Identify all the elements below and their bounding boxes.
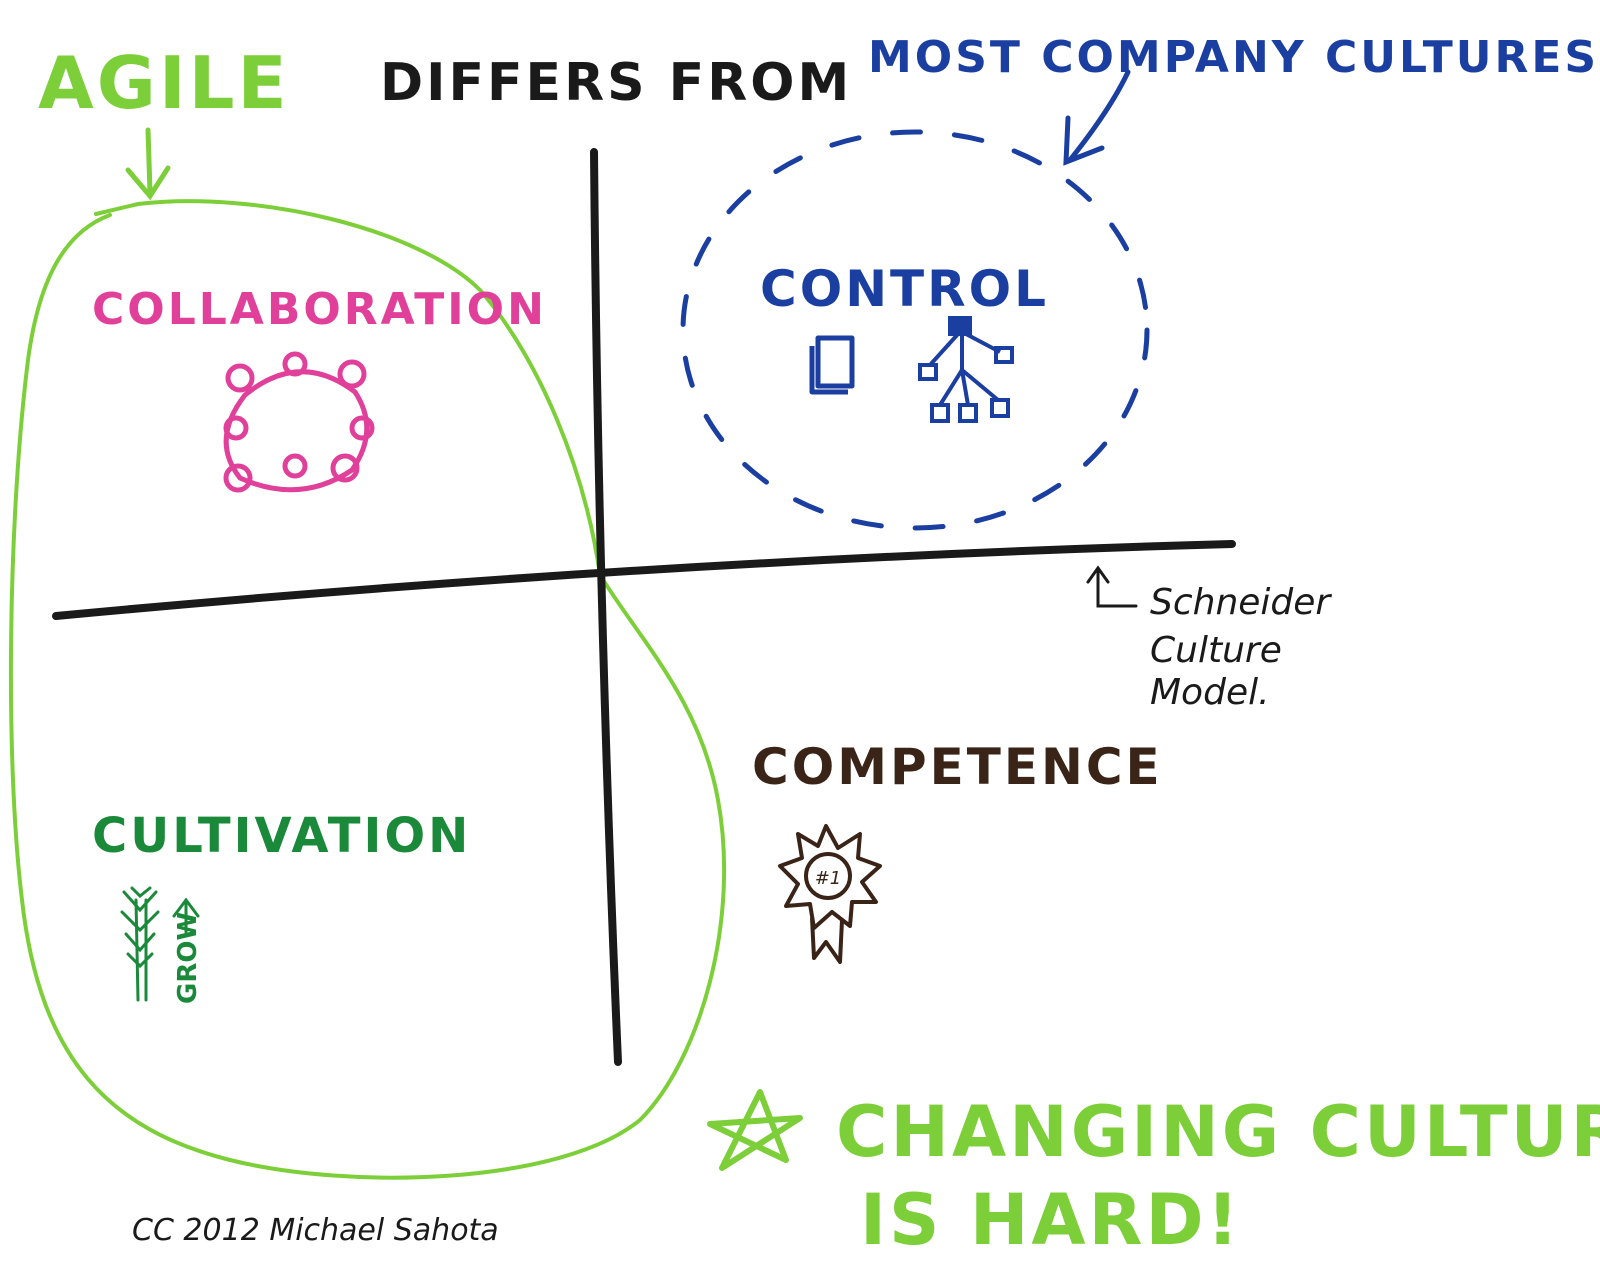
changing-culture-line-2: IS HARD!	[860, 1179, 1242, 1261]
competence-label: COMPETENCE	[752, 738, 1163, 796]
collaboration-label: COLLABORATION	[92, 284, 547, 335]
note-arrow-icon	[1086, 565, 1138, 608]
people-circle-icon	[223, 351, 375, 493]
cultivation-label: CULTIVATION	[92, 808, 471, 864]
note-line-3: Model.	[1150, 672, 1270, 713]
changing-culture-line-1: CHANGING CULTURE	[836, 1091, 1600, 1173]
differs-from-text: DIFFERS FROM	[380, 53, 852, 113]
document-stack-icon	[809, 335, 855, 395]
badge-label: #1	[815, 868, 842, 889]
vertical-axis	[590, 148, 622, 1066]
most-company-cultures-text: MOST COMPANY CULTURES	[868, 32, 1599, 83]
most-company-cultures-boundary	[680, 129, 1150, 531]
grow-label: GROW	[173, 912, 203, 1004]
note-line-1: Schneider	[1150, 582, 1332, 623]
star-icon	[707, 1089, 803, 1171]
award-ribbon-icon	[778, 824, 882, 964]
credit-text: CC 2012 Michael Sahota	[132, 1213, 499, 1248]
grow-arrow-icon	[172, 897, 200, 934]
control-label: CONTROL	[760, 260, 1049, 318]
agile-region-outline	[8, 199, 727, 1180]
culture-arrow-icon	[1063, 69, 1131, 166]
agile-title: AGILE	[38, 41, 290, 125]
note-line-2: Culture	[1150, 630, 1282, 671]
org-chart-icon	[918, 316, 1014, 423]
horizontal-axis	[52, 540, 1236, 620]
tree-icon	[120, 886, 160, 1002]
agile-arrow-icon	[125, 127, 171, 201]
